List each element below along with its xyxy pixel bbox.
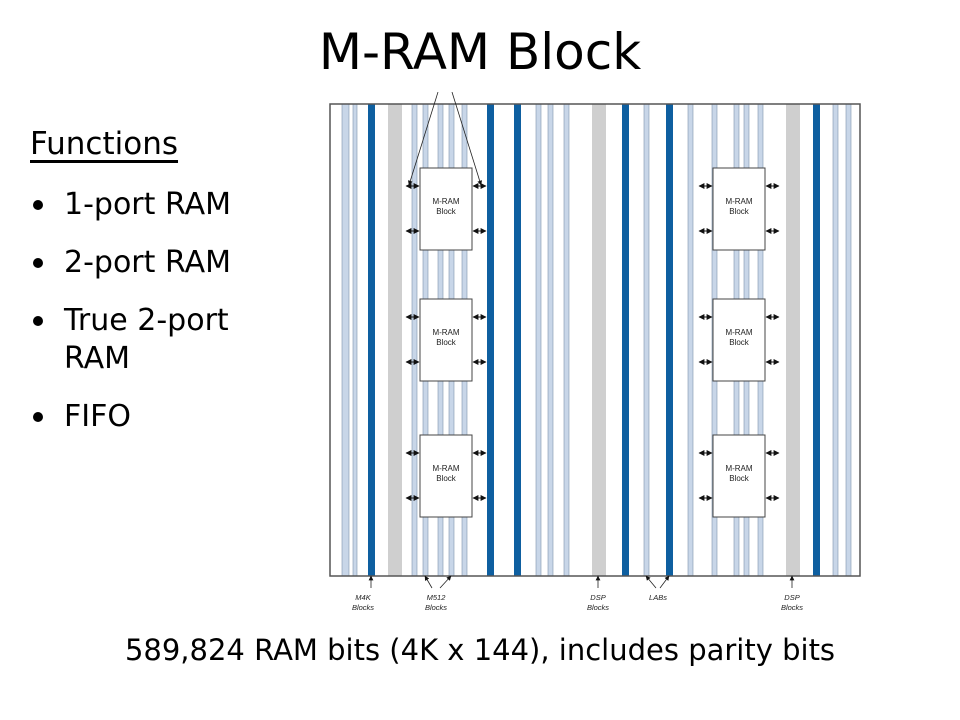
routing-column	[643, 103, 650, 577]
callout-arrow-icon	[407, 92, 439, 186]
list-item: 2-port RAM	[30, 244, 279, 282]
routing-column	[547, 103, 554, 577]
routing-column	[687, 103, 694, 577]
callout-arrow-icon	[439, 575, 452, 589]
bullet-text: True 2-port RAM	[64, 303, 229, 376]
routing-column	[535, 103, 542, 577]
mram-block-label: Block	[436, 207, 457, 216]
m512-label-line2: Blocks	[425, 603, 447, 612]
routing-column	[563, 103, 570, 577]
bullet-icon	[33, 412, 43, 422]
bullet-icon	[33, 200, 43, 210]
dsp-label-left-line2: Blocks	[587, 603, 609, 612]
mram-block	[712, 298, 766, 382]
mram-block	[419, 434, 473, 518]
mram-block	[712, 167, 766, 251]
fpga-floorplan-diagram: M-RAMBlockM-RAMBlockM-RAMBlockM-RAMBlock…	[329, 92, 861, 612]
functions-heading: Functions	[30, 126, 179, 162]
mram-block	[419, 167, 473, 251]
lab-column	[666, 104, 673, 576]
mram-blocks: M-RAMBlockM-RAMBlockM-RAMBlockM-RAMBlock…	[405, 167, 780, 518]
mram-block-label: M-RAM	[432, 197, 459, 206]
dsp-label-right-line2: Blocks	[781, 603, 803, 612]
list-item: True 2-port RAM	[30, 302, 279, 378]
mram-block-label: M-RAM	[725, 328, 752, 337]
labs-label: LABs	[649, 593, 667, 602]
dsp-label-right-line1: DSP	[784, 593, 799, 602]
m4k-label-line2: Blocks	[352, 603, 374, 612]
callout-arrow-icon	[659, 575, 670, 589]
bullet-text: FIFO	[64, 399, 131, 434]
dsp-column	[592, 104, 606, 576]
floorplan-border	[329, 103, 861, 577]
m512-label-line1: M512	[427, 593, 447, 602]
mram-block-label: Block	[436, 474, 457, 483]
mram-block	[419, 298, 473, 382]
routing-column	[341, 103, 350, 577]
mram-block-label: Block	[729, 207, 750, 216]
mram-block-label: Block	[729, 338, 750, 347]
lab-column	[368, 104, 375, 576]
routing-column	[352, 103, 358, 577]
bullet-icon	[33, 258, 43, 268]
footer-caption: 589,824 RAM bits (4K x 144), includes pa…	[124, 633, 836, 667]
dsp-column	[786, 104, 800, 576]
bullet-text: 1-port RAM	[64, 187, 231, 222]
mram-block-label: Block	[729, 474, 750, 483]
routing-column	[411, 103, 418, 577]
mram-block-label: M-RAM	[725, 197, 752, 206]
lab-column	[487, 104, 494, 576]
bottom-labels: M4K Blocks M512 Blocks DSP Blocks LABs D…	[352, 593, 803, 612]
functions-list: 1-port RAM 2-port RAM True 2-port RAM FI…	[30, 186, 320, 436]
routing-column	[845, 103, 852, 577]
callout-arrows	[368, 92, 795, 589]
bullet-text: 2-port RAM	[64, 245, 231, 280]
mram-block-label: M-RAM	[432, 328, 459, 337]
lab-column	[622, 104, 629, 576]
dsp-column	[388, 104, 402, 576]
lab-column	[514, 104, 521, 576]
callout-arrow-icon	[645, 575, 657, 589]
bullet-icon	[33, 316, 43, 326]
resource-columns	[341, 103, 852, 577]
lab-column	[813, 104, 820, 576]
list-item: 1-port RAM	[30, 186, 279, 224]
dsp-label-left-line1: DSP	[590, 593, 605, 602]
callout-arrow-icon	[424, 575, 433, 589]
routing-column	[832, 103, 839, 577]
mram-block-label: M-RAM	[432, 464, 459, 473]
functions-panel: Functions 1-port RAM 2-port RAM True 2-p…	[30, 122, 320, 436]
m4k-label-line1: M4K	[355, 593, 371, 602]
mram-block-label: Block	[436, 338, 457, 347]
mram-block-label: M-RAM	[725, 464, 752, 473]
mram-block	[712, 434, 766, 518]
callout-arrow-icon	[451, 92, 483, 186]
list-item: FIFO	[30, 398, 279, 436]
slide-title: M-RAM Block	[318, 23, 642, 81]
